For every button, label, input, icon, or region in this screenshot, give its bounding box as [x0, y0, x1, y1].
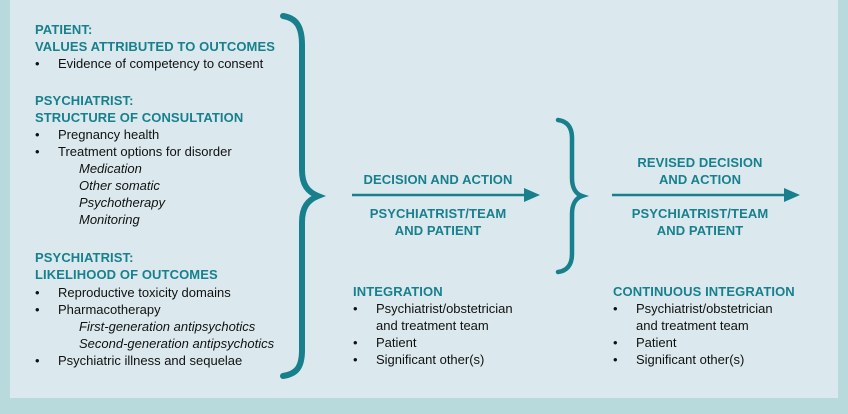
- likelihood-heading: PSYCHIATRIST:: [35, 250, 134, 265]
- right-brace-icon: [555, 117, 590, 275]
- actors-label-line-2: AND PATIENT: [394, 223, 482, 238]
- left-brace-icon: [280, 13, 327, 379]
- bullet-icon: •: [613, 301, 618, 316]
- consultation-subheading: STRUCTURE OF CONSULTATION: [35, 110, 244, 125]
- bullet-icon: •: [353, 335, 358, 350]
- sub-item: Psychotherapy: [79, 195, 165, 210]
- bullet-icon: •: [613, 352, 618, 367]
- bullet-icon: •: [353, 352, 358, 367]
- bullet-icon: •: [35, 302, 40, 317]
- diagram-panel: [10, 0, 838, 398]
- sub-item: Second-generation antipsychotics: [79, 336, 275, 351]
- revised-actors-label-line-2: AND PATIENT: [656, 223, 744, 238]
- decision-action-label: DECISION AND ACTION: [363, 172, 513, 187]
- revised-actors-label-line-1: PSYCHIATRIST/TEAM: [631, 206, 769, 221]
- bullet-icon: •: [35, 127, 40, 142]
- bullet-icon: •: [35, 285, 40, 300]
- integration-heading: INTEGRATION: [353, 284, 443, 299]
- sub-item: Medication: [79, 161, 142, 176]
- revised-decision-label-line-1: REVISED DECISION: [637, 155, 763, 170]
- bullet-icon: •: [35, 353, 40, 368]
- revised-decision-label-line-2: AND ACTION: [658, 172, 742, 187]
- actors-label-line-1: PSYCHIATRIST/TEAM: [369, 206, 507, 221]
- list-item-continuation: and treatment team: [376, 318, 489, 333]
- list-item-continuation: and treatment team: [636, 318, 749, 333]
- bullet-icon: •: [353, 301, 358, 316]
- sub-item: Monitoring: [79, 212, 140, 227]
- revised-arrow-head-icon: [784, 188, 800, 202]
- sub-item: First-generation antipsychotics: [79, 319, 256, 334]
- patient-subheading: VALUES ATTRIBUTED TO OUTCOMES: [35, 39, 276, 54]
- likelihood-subheading: LIKELIHOOD OF OUTCOMES: [35, 267, 218, 282]
- continuous-integration-heading: CONTINUOUS INTEGRATION: [613, 284, 795, 299]
- decision-arrow-head-icon: [524, 188, 540, 202]
- consultation-heading: PSYCHIATRIST:: [35, 93, 134, 108]
- patient-heading: PATIENT:: [35, 22, 93, 37]
- sub-item: Other somatic: [79, 178, 160, 193]
- bullet-icon: •: [35, 144, 40, 159]
- bullet-icon: •: [613, 335, 618, 350]
- bullet-icon: •: [35, 56, 40, 71]
